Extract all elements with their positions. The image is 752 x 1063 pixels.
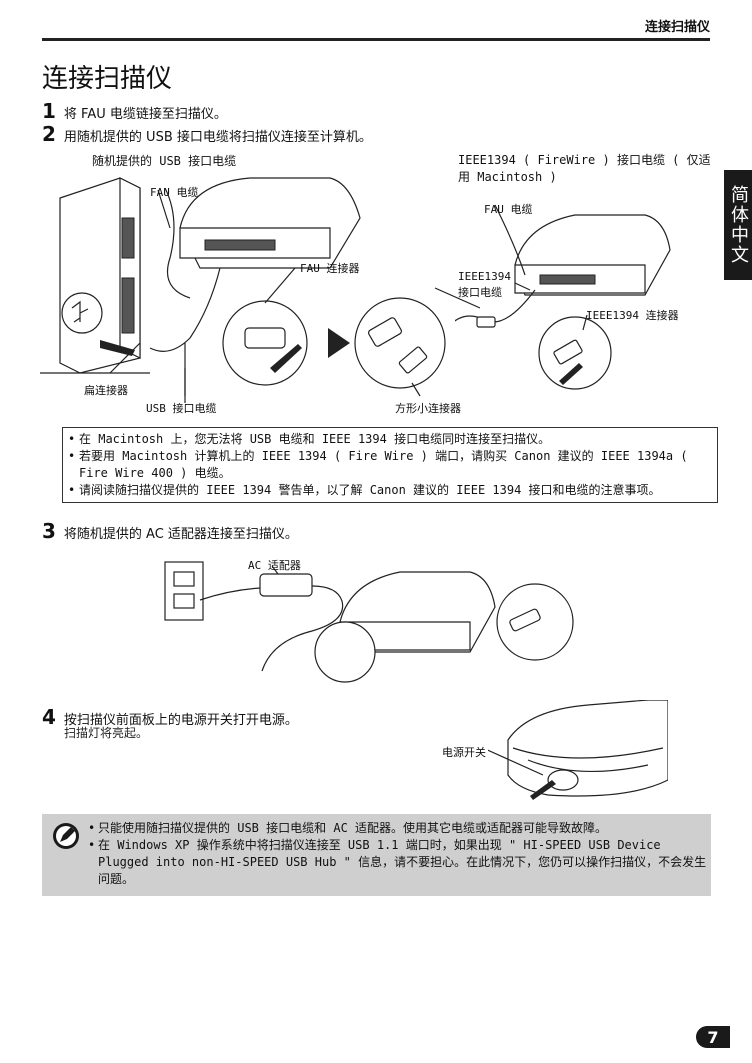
ac-adapter-illustration [164, 561, 574, 683]
ieee-connector-label: IEEE1394 连接器 [586, 309, 679, 322]
power-port-zoom [314, 621, 376, 683]
usb-square-connector-zoom [354, 297, 446, 389]
usb-figure-caption: 随机提供的 USB 接口电缆 [92, 154, 237, 168]
note-item: 若要用 Macintosh 计算机上的 IEEE 1394 ( Fire Wir… [68, 448, 713, 482]
square-connector-label: 方形小连接器 [395, 402, 461, 415]
step-text: 按扫描仪前面板上的电源开关打开电源。 [63, 713, 298, 728]
usb-connection-illustration [40, 177, 480, 403]
ac-adapter-shape [259, 573, 313, 597]
fau-cable-label: FAU 电缆 [150, 186, 199, 199]
step-text: 将 FAU 电缆链接至扫描仪。 [63, 107, 227, 122]
step-text: 用随机提供的 USB 接口电缆将扫描仪连接至计算机。 [63, 130, 372, 145]
ieee-fau-cable-label: FAU 电缆 [484, 203, 533, 216]
usb-port-icon [61, 292, 103, 334]
notes-box: 在 Macintosh 上，您无法将 USB 电缆和 IEEE 1394 接口电… [62, 427, 718, 503]
caution-pencil-icon [53, 823, 79, 849]
ieee-connection-illustration [455, 204, 671, 390]
header-rule [42, 38, 710, 41]
step-2: 2 用随机提供的 USB 接口电缆将扫描仪连接至计算机。 [42, 122, 372, 146]
fau-connector-label: FAU 连接器 [300, 262, 360, 275]
wall-outlet-shape [164, 561, 204, 621]
ac-adapter-label: AC 适配器 [248, 559, 301, 572]
note-item: 在 Macintosh 上，您无法将 USB 电缆和 IEEE 1394 接口电… [68, 431, 713, 448]
step-text: 将随机提供的 AC 适配器连接至扫描仪。 [63, 527, 298, 542]
step-1: 1 将 FAU 电缆链接至扫描仪。 [42, 99, 227, 123]
step-number: 1 [42, 99, 56, 123]
usb-cable-label: USB 接口电缆 [146, 402, 217, 415]
page-title: 连接扫描仪 [42, 64, 173, 94]
ieee-cable-label-line2: 接口电缆 [458, 286, 502, 299]
note-item: 请阅读随扫描仪提供的 IEEE 1394 警告单，以了解 Canon 建议的 I… [68, 482, 713, 499]
step-number: 2 [42, 122, 56, 146]
ieee-figure-caption: IEEE1394 ( FireWire ) 接口电缆 ( 仅适用 Macinto… [458, 153, 711, 184]
step-3: 3 将随机提供的 AC 适配器连接至扫描仪。 [42, 519, 298, 543]
step-number: 4 [42, 705, 56, 729]
step-4-subtext: 扫描灯将亮起。 [64, 726, 149, 740]
page-number: 7 [696, 1026, 730, 1048]
power-switch-highlight [547, 769, 579, 791]
caution-item: 只能使用随扫描仪提供的 USB 接口电缆和 AC 适配器。使用其它电缆或适配器可… [88, 820, 714, 837]
scanner-front-shape [507, 700, 668, 797]
step-4: 4 按扫描仪前面板上的电源开关打开电源。 [42, 705, 298, 729]
power-switch-illustration [488, 700, 668, 800]
running-header: 连接扫描仪 [644, 20, 710, 35]
caution-box: 只能使用随扫描仪提供的 USB 接口电缆和 AC 适配器。使用其它电缆或适配器可… [42, 814, 711, 896]
language-tab: 简体中文 [724, 170, 752, 280]
ieee-cable-label-line1: IEEE1394 [458, 270, 511, 283]
caution-item: 在 Windows XP 操作系统中将扫描仪连接至 USB 1.1 端口时，如果… [88, 837, 714, 888]
power-switch-label: 电源开关 [442, 746, 486, 759]
flat-connector-label: 扁连接器 [84, 384, 128, 397]
step-number: 3 [42, 519, 56, 543]
